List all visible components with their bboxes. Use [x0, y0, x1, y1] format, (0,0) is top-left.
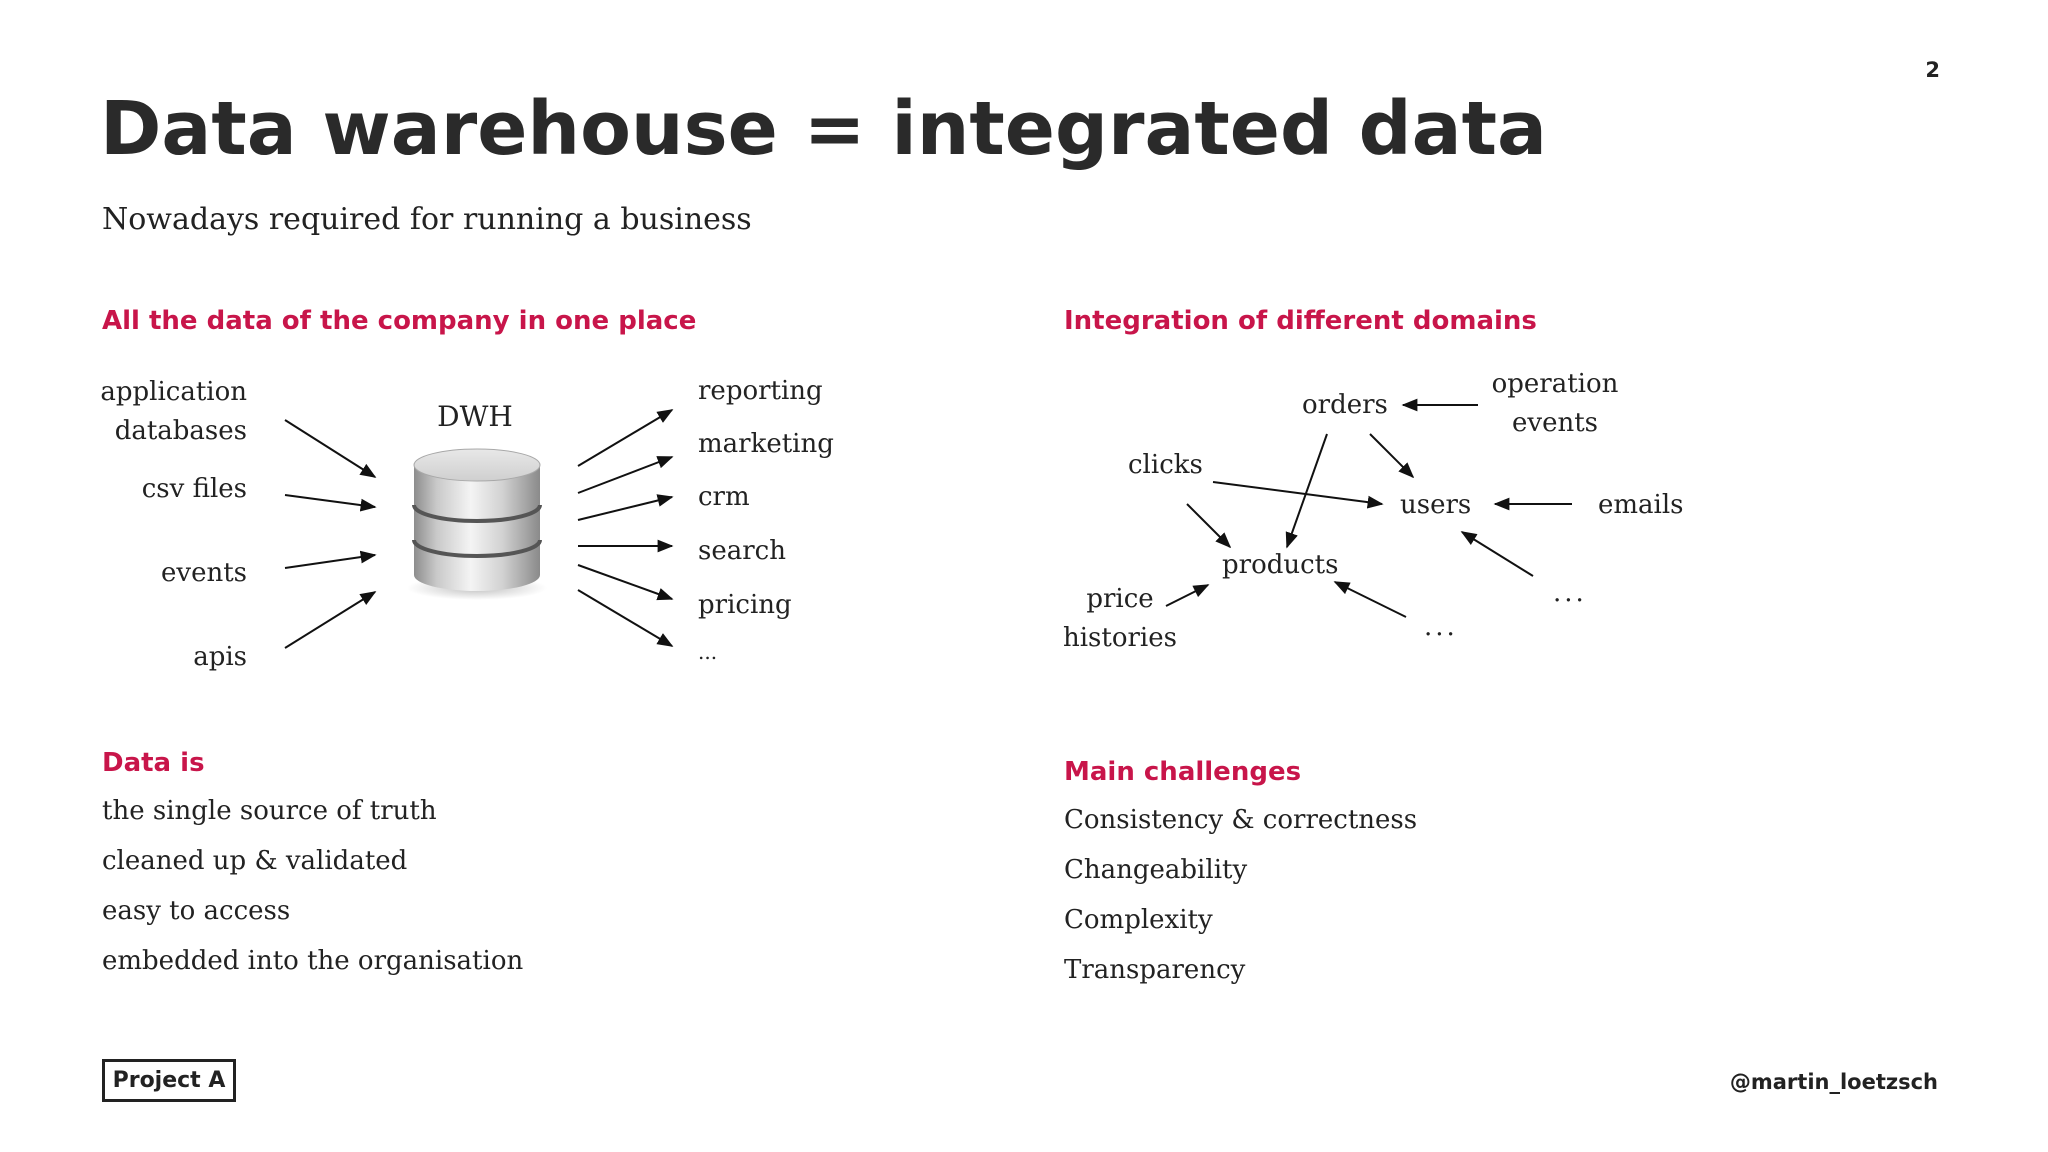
right-diagram-heading: Integration of different domains	[1064, 306, 1537, 336]
list-item: cleaned up & validated	[102, 846, 408, 876]
node-products: products	[1222, 550, 1339, 580]
source-apis: apis	[193, 642, 247, 672]
page-number: 2	[1925, 58, 1940, 82]
node-clicks: clicks	[1128, 450, 1203, 480]
output-search: search	[698, 536, 786, 566]
list-item: easy to access	[102, 896, 291, 926]
arrow-more-to-users	[1460, 531, 1534, 577]
arrow-orders-to-users	[1369, 433, 1415, 479]
output-pricing: pricing	[698, 590, 792, 620]
list-item: Complexity	[1064, 905, 1213, 935]
left-diagram-arrows	[284, 409, 674, 649]
arrow-csv-files-to-dwh	[284, 494, 377, 512]
node-operation-events: operation events	[1480, 365, 1630, 443]
list-item: the single source of truth	[102, 796, 437, 826]
source-events: events	[161, 558, 247, 588]
output-more: ...	[698, 640, 718, 664]
arrow-dwh-to-crm	[577, 494, 674, 521]
arrow-more-to-products	[1333, 581, 1407, 618]
output-marketing: marketing	[698, 429, 834, 459]
arrow-dwh-to-pricing	[577, 564, 674, 601]
data-is-list: the single source of truth cleaned up & …	[102, 786, 523, 986]
challenges-list: Consistency & correctness Changeability …	[1064, 795, 1417, 995]
output-crm: crm	[698, 482, 750, 512]
arrow-events-to-dwh	[284, 550, 377, 569]
node-label-line: operation	[1491, 369, 1619, 399]
node-ellipsis-bottom: ...	[1424, 612, 1458, 642]
database-icon	[407, 448, 547, 600]
slide-subtitle: Nowadays required for running a business	[102, 202, 752, 237]
source-label-line: databases	[114, 416, 247, 446]
arrow-price-histories-to-products	[1165, 584, 1210, 607]
arrow-application-databases-to-dwh	[284, 419, 377, 478]
node-orders: orders	[1302, 390, 1388, 420]
node-ellipsis-right: ...	[1553, 578, 1587, 608]
list-item: Transparency	[1064, 955, 1246, 985]
node-emails: emails	[1598, 490, 1684, 520]
source-csv-files: csv files	[141, 474, 247, 504]
list-item: Changeability	[1064, 855, 1248, 885]
arrow-dwh-to-marketing	[577, 456, 674, 494]
output-reporting: reporting	[698, 376, 823, 406]
source-label-line: application	[100, 377, 247, 407]
challenges-heading: Main challenges	[1064, 757, 1302, 787]
arrow-clicks-to-products	[1186, 503, 1232, 549]
source-application-databases: application databases	[60, 373, 247, 451]
node-label-line: price	[1086, 584, 1154, 614]
arrow-orders-to-products	[1285, 433, 1328, 549]
arrow-dwh-to-more	[577, 589, 674, 647]
right-diagram-arrows	[1165, 398, 1572, 618]
brand-logo: Project A	[102, 1059, 236, 1102]
arrow-apis-to-dwh	[284, 591, 377, 649]
node-label-line: events	[1512, 408, 1598, 438]
left-diagram-heading: All the data of the company in one place	[102, 306, 697, 336]
list-item: embedded into the organisation	[102, 946, 524, 976]
slide-title: Data warehouse = integrated data	[100, 86, 1547, 172]
arrow-clicks-to-users	[1212, 481, 1384, 509]
author-handle: @martin_loetzsch	[1729, 1070, 1938, 1094]
arrow-dwh-to-reporting	[577, 409, 674, 467]
node-price-histories: price histories	[1052, 580, 1188, 658]
node-label-line: histories	[1063, 623, 1177, 653]
data-is-heading: Data is	[102, 748, 205, 778]
dwh-label: DWH	[437, 400, 513, 433]
list-item: Consistency & correctness	[1064, 805, 1418, 835]
node-users: users	[1400, 490, 1472, 520]
